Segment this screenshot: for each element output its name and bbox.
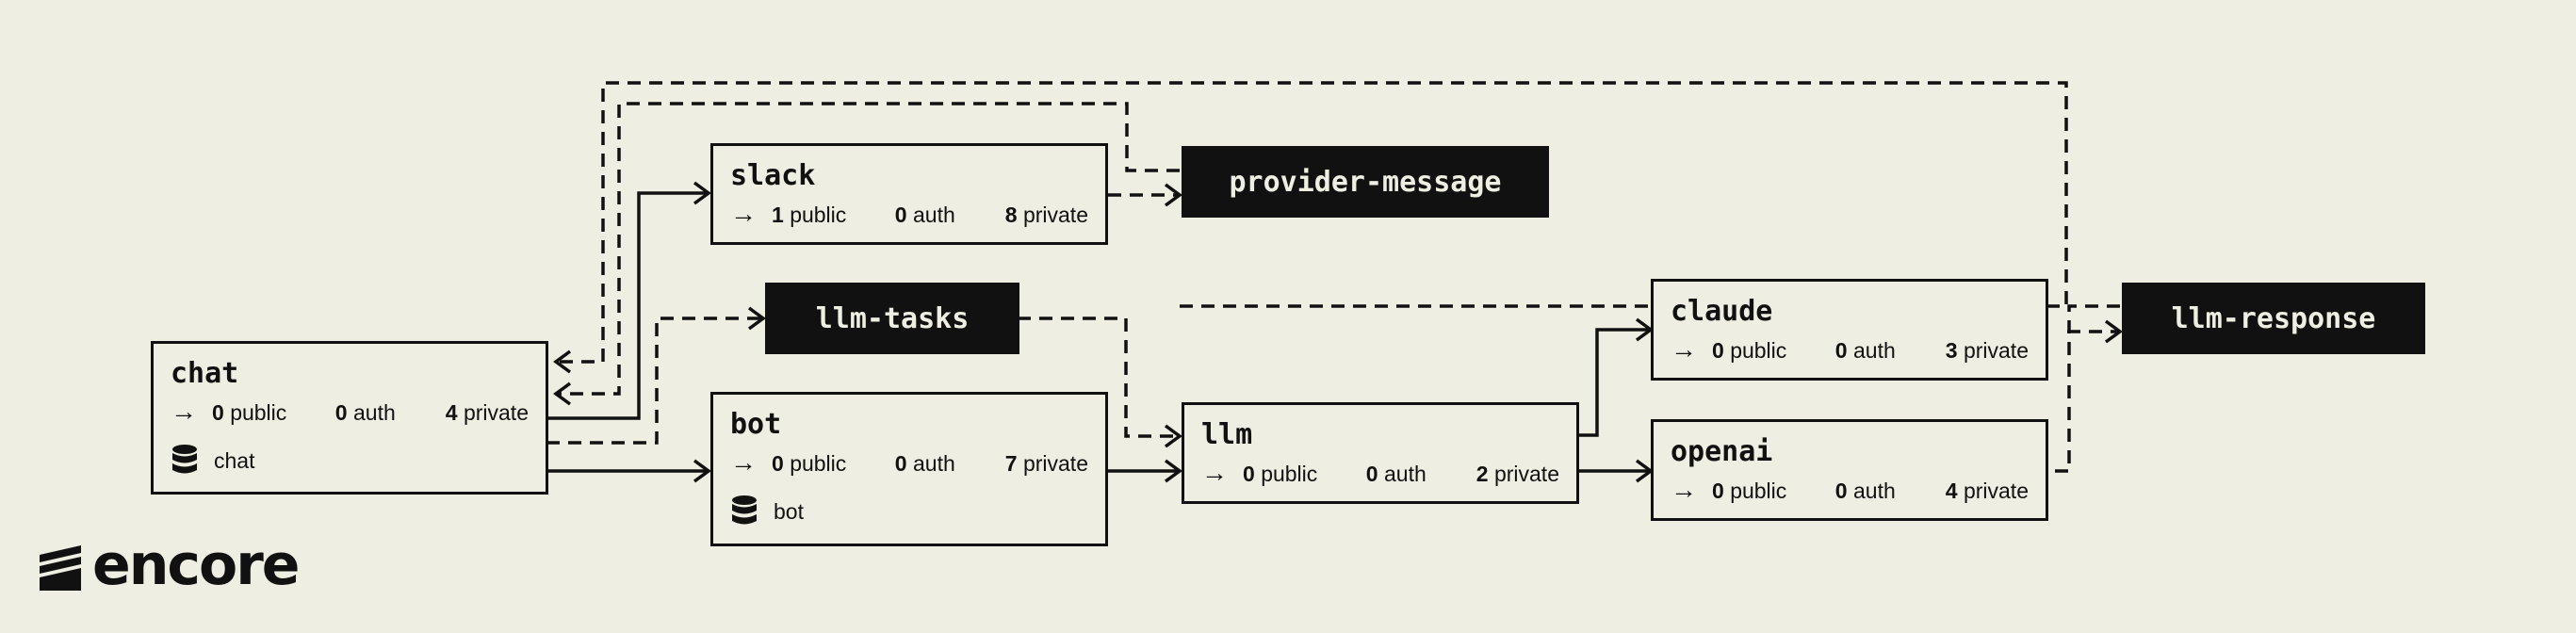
service-stats: → 0 public 0 auth 4 private bbox=[171, 398, 529, 427]
service-stats: → 0 public 0 auth 7 private bbox=[730, 449, 1088, 478]
topic-llm-tasks[interactable]: llm-tasks bbox=[765, 283, 1019, 354]
database-name: chat bbox=[214, 448, 255, 473]
service-name: claude bbox=[1671, 295, 1773, 328]
service-bot[interactable]: bot → 0 public 0 auth 7 private bot bbox=[710, 392, 1108, 546]
service-name: slack bbox=[730, 159, 816, 192]
private-count: 4 private bbox=[1945, 479, 2029, 503]
public-count: 1 public bbox=[772, 203, 847, 227]
database-icon bbox=[732, 495, 757, 525]
logo-text: encore bbox=[92, 532, 300, 598]
auth-count: 0 auth bbox=[334, 400, 396, 425]
public-count: 0 public bbox=[1243, 462, 1318, 486]
arrow-right-icon: → bbox=[1671, 475, 1697, 504]
service-chat[interactable]: chat → 0 public 0 auth 4 private chat bbox=[151, 341, 548, 495]
private-count: 7 private bbox=[1004, 451, 1088, 476]
service-stats: → 0 public 0 auth 2 private bbox=[1201, 460, 1559, 488]
public-count: 0 public bbox=[1712, 338, 1787, 363]
service-llm[interactable]: llm → 0 public 0 auth 2 private bbox=[1182, 402, 1579, 504]
topic-llm-response[interactable]: llm-response bbox=[2122, 283, 2425, 354]
auth-count: 0 auth bbox=[1834, 479, 1896, 503]
auth-count: 0 auth bbox=[894, 203, 955, 227]
service-name: bot bbox=[730, 408, 782, 441]
public-count: 0 public bbox=[1712, 479, 1787, 503]
database-name: bot bbox=[774, 499, 804, 524]
auth-count: 0 auth bbox=[1365, 462, 1427, 486]
private-count: 3 private bbox=[1945, 338, 2029, 363]
private-count: 4 private bbox=[445, 400, 529, 425]
private-count: 2 private bbox=[1475, 462, 1559, 486]
database-icon bbox=[172, 445, 197, 474]
arrow-right-icon: → bbox=[1201, 458, 1228, 487]
arrow-right-icon: → bbox=[1671, 334, 1697, 364]
service-stats: → 0 public 0 auth 3 private bbox=[1671, 336, 2029, 365]
arrow-right-icon: → bbox=[730, 199, 757, 228]
service-claude[interactable]: claude → 0 public 0 auth 3 private bbox=[1651, 279, 2048, 381]
public-count: 0 public bbox=[212, 400, 287, 425]
topic-provider-message[interactable]: provider-message bbox=[1182, 146, 1549, 218]
arrow-right-icon: → bbox=[171, 397, 197, 426]
service-name: llm bbox=[1201, 418, 1253, 451]
arrow-right-icon: → bbox=[730, 447, 757, 477]
service-openai[interactable]: openai → 0 public 0 auth 4 private bbox=[1651, 419, 2048, 521]
service-name: openai bbox=[1671, 435, 1773, 468]
service-name: chat bbox=[171, 357, 239, 390]
private-count: 8 private bbox=[1004, 203, 1088, 227]
service-stats: → 1 public 0 auth 8 private bbox=[730, 201, 1088, 229]
auth-count: 0 auth bbox=[894, 451, 955, 476]
public-count: 0 public bbox=[772, 451, 847, 476]
service-slack[interactable]: slack → 1 public 0 auth 8 private bbox=[710, 143, 1108, 245]
encore-logo-icon bbox=[40, 545, 81, 591]
auth-count: 0 auth bbox=[1834, 338, 1896, 363]
service-stats: → 0 public 0 auth 4 private bbox=[1671, 477, 2029, 505]
